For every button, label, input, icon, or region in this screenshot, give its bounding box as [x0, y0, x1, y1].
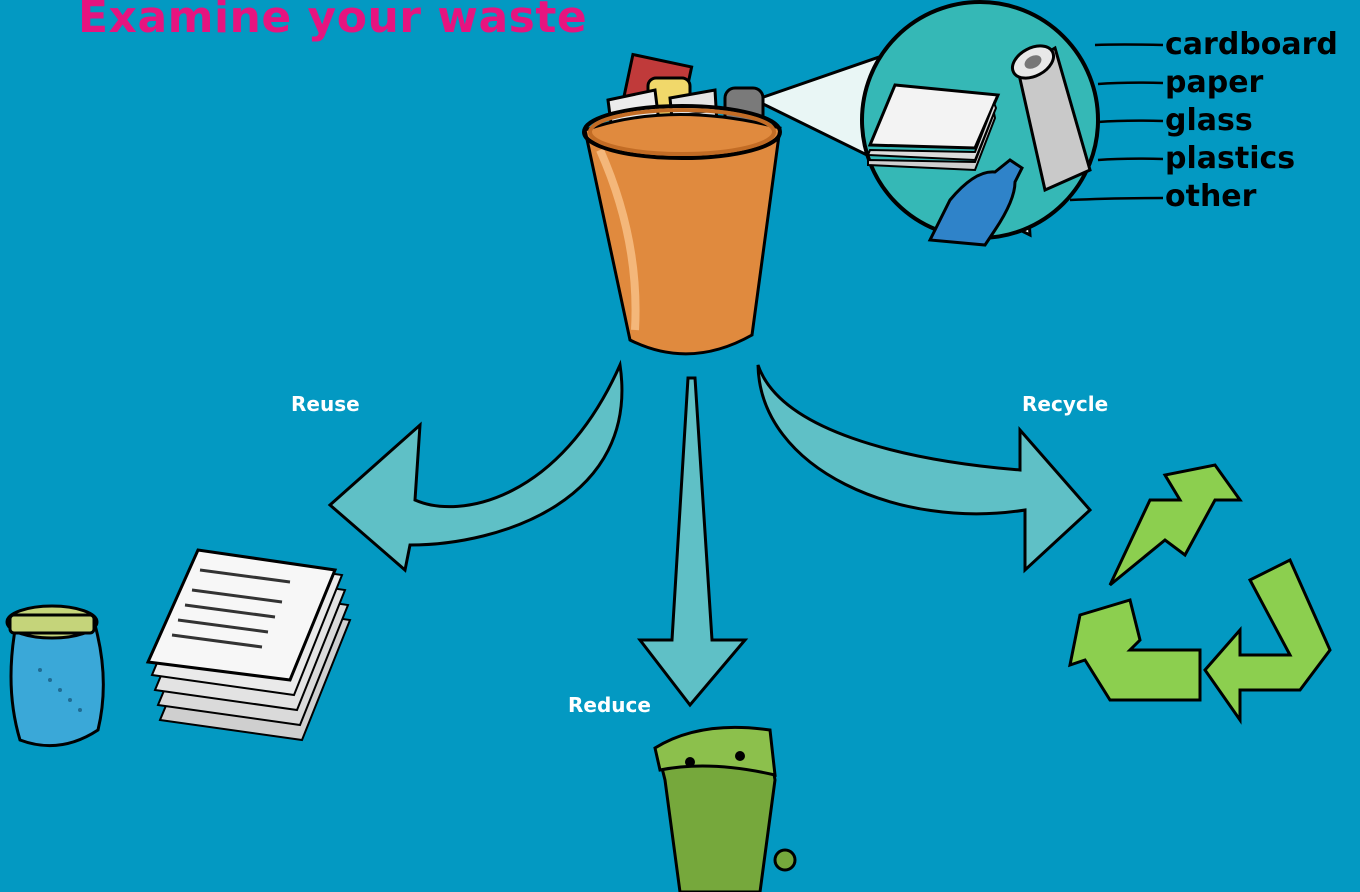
zoom-plastic-bottle-icon [927, 158, 1024, 247]
zoom-circle [860, 0, 1100, 247]
wheelie-bin-icon [653, 725, 797, 892]
legend-lines [1069, 43, 1164, 202]
recycle-symbol-icon [1068, 463, 1332, 725]
reuse-label: Reuse [291, 392, 360, 416]
legend-item-cardboard: cardboard [1165, 27, 1338, 62]
legend-item-plastics: plastics [1165, 141, 1296, 176]
zoom-paper-stack-icon [866, 83, 1001, 172]
zoom-foil-roll-icon [1010, 44, 1092, 193]
recycle-label: Recycle [1022, 392, 1109, 416]
legend-item-other: other [1165, 179, 1257, 214]
glass-jar-icon [5, 604, 105, 748]
legend-item-paper: paper [1165, 65, 1264, 100]
recycle-arrow [756, 364, 1093, 574]
waste-bin-icon [582, 52, 782, 356]
legend-item-glass: glass [1165, 103, 1253, 138]
reduce-arrow [636, 376, 749, 708]
reuse-arrow [327, 359, 624, 573]
reduce-label: Reduce [568, 693, 651, 717]
paper-stack-icon [145, 548, 352, 742]
diagram-title: Examine your waste [78, 0, 588, 43]
